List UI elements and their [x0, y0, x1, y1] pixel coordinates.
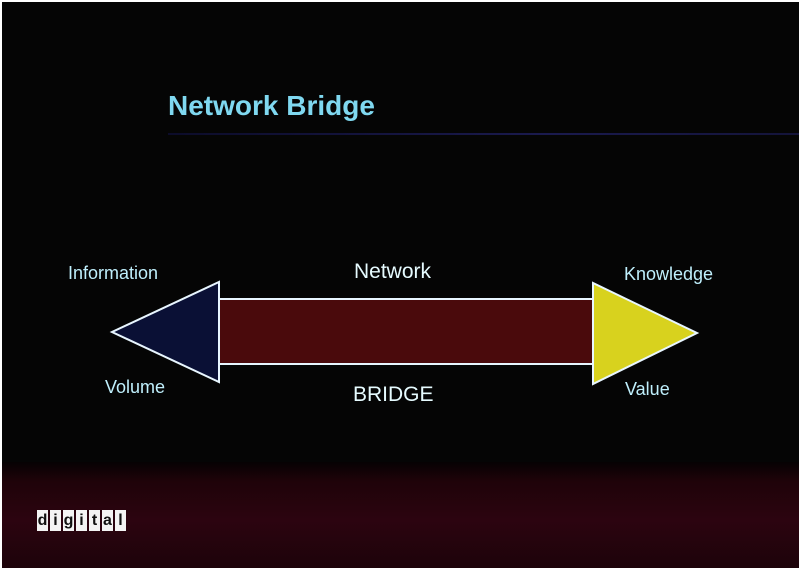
network-label: Network [354, 260, 432, 283]
volume-label: Volume [105, 377, 166, 397]
logo-letter: t [89, 510, 100, 531]
footer-band [2, 462, 799, 568]
right-arrowhead [592, 281, 700, 386]
title-underline [168, 133, 799, 135]
logo-letter: d [37, 510, 48, 531]
value-label: Value [625, 379, 670, 399]
logo-letter: g [63, 510, 74, 531]
logo-letter: i [50, 510, 61, 531]
logo-letter: i [76, 510, 87, 531]
information-label: Information [68, 263, 159, 283]
left-arrowhead [109, 280, 220, 384]
slide-title: Network Bridge [168, 90, 375, 121]
logo-letter: l [115, 510, 126, 531]
bridge-label: BRIDGE [353, 383, 434, 406]
logo-letter: a [102, 510, 113, 531]
arrow-shaft [218, 298, 594, 365]
knowledge-label: Knowledge [624, 264, 714, 284]
